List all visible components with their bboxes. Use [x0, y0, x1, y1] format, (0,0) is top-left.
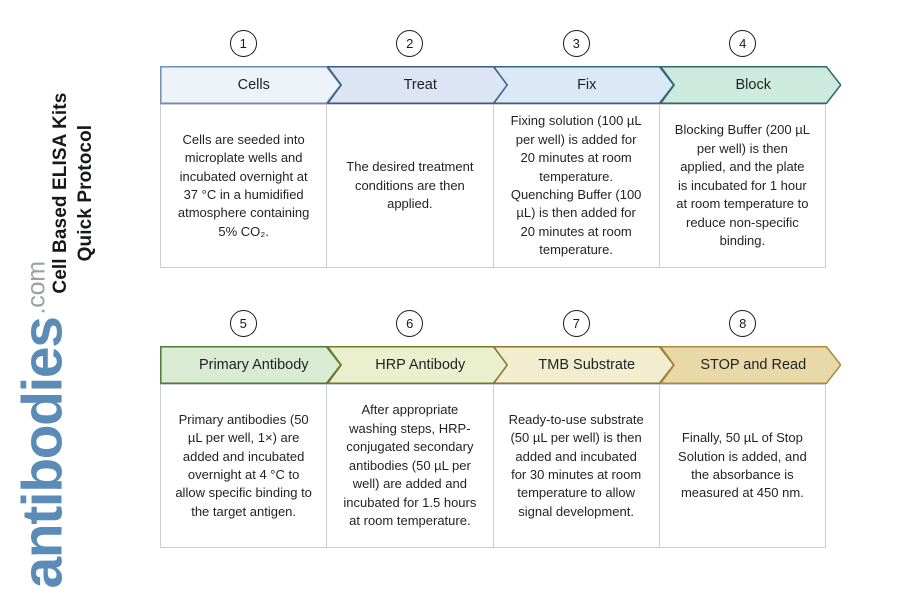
protocol-row-1: 1 2 3 4 Cells Treat Fix Block Cells are seeded… [160, 30, 841, 268]
page-title-line-2: Quick Protocol [75, 124, 96, 262]
step-banner-strip-1: Cells Treat Fix Block [160, 66, 841, 104]
step-banner[interactable]: Cells [160, 66, 342, 104]
step-description-cell: The desired treatment conditions are the… [327, 104, 494, 268]
step-description-text: Blocking Buffer (200 µL per well) is the… [674, 122, 810, 249]
step-banner-label: Fix [577, 77, 597, 93]
step-banner-label: STOP and Read [700, 357, 807, 373]
step-description-cell: Finally, 50 µL of Stop Solution is added… [659, 384, 826, 548]
step-banner-strip-2: Primary Antibody HRP Antibody TMB Substrat… [160, 346, 841, 384]
step-banner-label: Treat [403, 77, 437, 93]
step-number-badge: 8 [729, 310, 757, 337]
left-rail: Cell Based ELISA Kits Quick Protocol ant… [0, 0, 150, 594]
step-number-badge: 7 [562, 310, 590, 337]
step-banner-label: Primary Antibody [198, 357, 309, 373]
step-number-badge: 5 [229, 310, 257, 337]
step-body-strip-1: Cells are seeded into microplate wells a… [160, 104, 826, 268]
step-description-text: Cells are seeded into microplate wells a… [177, 131, 310, 239]
step-number-badge: 4 [729, 30, 757, 57]
step-description-text: Finally, 50 µL of Stop Solution is added… [678, 430, 807, 501]
step-description-cell: Ready-to-use substrate (50 µL per well) … [493, 384, 660, 548]
brand-tld: .com [22, 261, 51, 315]
step-description-text: Ready-to-use substrate (50 µL per well) … [508, 411, 644, 519]
step-banner[interactable]: STOP and Read [659, 346, 841, 384]
step-banner-label: Block [735, 77, 771, 93]
step-banner-label: HRP Antibody [375, 357, 466, 373]
protocol-row-2: 5 6 7 8 Primary Antibody HRP Antibody TMB Sub… [160, 310, 841, 548]
step-banner[interactable]: Fix [493, 66, 675, 104]
step-badge-strip-1: 1 2 3 4 [160, 30, 826, 66]
step-banner-shape [659, 346, 841, 384]
step-number-badge: 3 [562, 30, 590, 57]
step-banner[interactable]: Primary Antibody [160, 346, 342, 384]
step-description-text: Fixing solution (100 µL per well) is add… [510, 113, 642, 258]
step-banner[interactable]: TMB Substrate [493, 346, 675, 384]
step-number-badge: 6 [396, 310, 424, 337]
step-banner[interactable]: HRP Antibody [326, 346, 508, 384]
step-description-text: Primary antibodies (50 µL per well, 1×) … [175, 411, 312, 519]
step-banner-label: TMB Substrate [538, 357, 636, 373]
step-description-text: The desired treatment conditions are the… [346, 159, 474, 212]
step-description-cell: Blocking Buffer (200 µL per well) is the… [659, 104, 826, 268]
step-body-strip-2: Primary antibodies (50 µL per well, 1×) … [160, 384, 826, 548]
step-description-cell: Primary antibodies (50 µL per well, 1×) … [160, 384, 328, 548]
step-description-cell: After appropriate washing steps, HRP-con… [327, 384, 494, 548]
step-banner-shape [659, 66, 841, 104]
brand-name: antibodies [10, 317, 75, 589]
step-banner[interactable]: Treat [326, 66, 508, 104]
step-description-cell: Fixing solution (100 µL per well) is add… [493, 104, 660, 268]
step-number-badge: 2 [396, 30, 424, 57]
step-number-badge: 1 [229, 30, 257, 57]
brand-logo: antibodies.com [11, 261, 75, 588]
step-description-text: After appropriate washing steps, HRP-con… [343, 402, 477, 529]
step-banner[interactable]: Block [659, 66, 841, 104]
step-description-cell: Cells are seeded into microplate wells a… [160, 104, 328, 268]
step-badge-strip-2: 5 6 7 8 [160, 310, 826, 346]
step-banner-label: Cells [237, 77, 270, 93]
